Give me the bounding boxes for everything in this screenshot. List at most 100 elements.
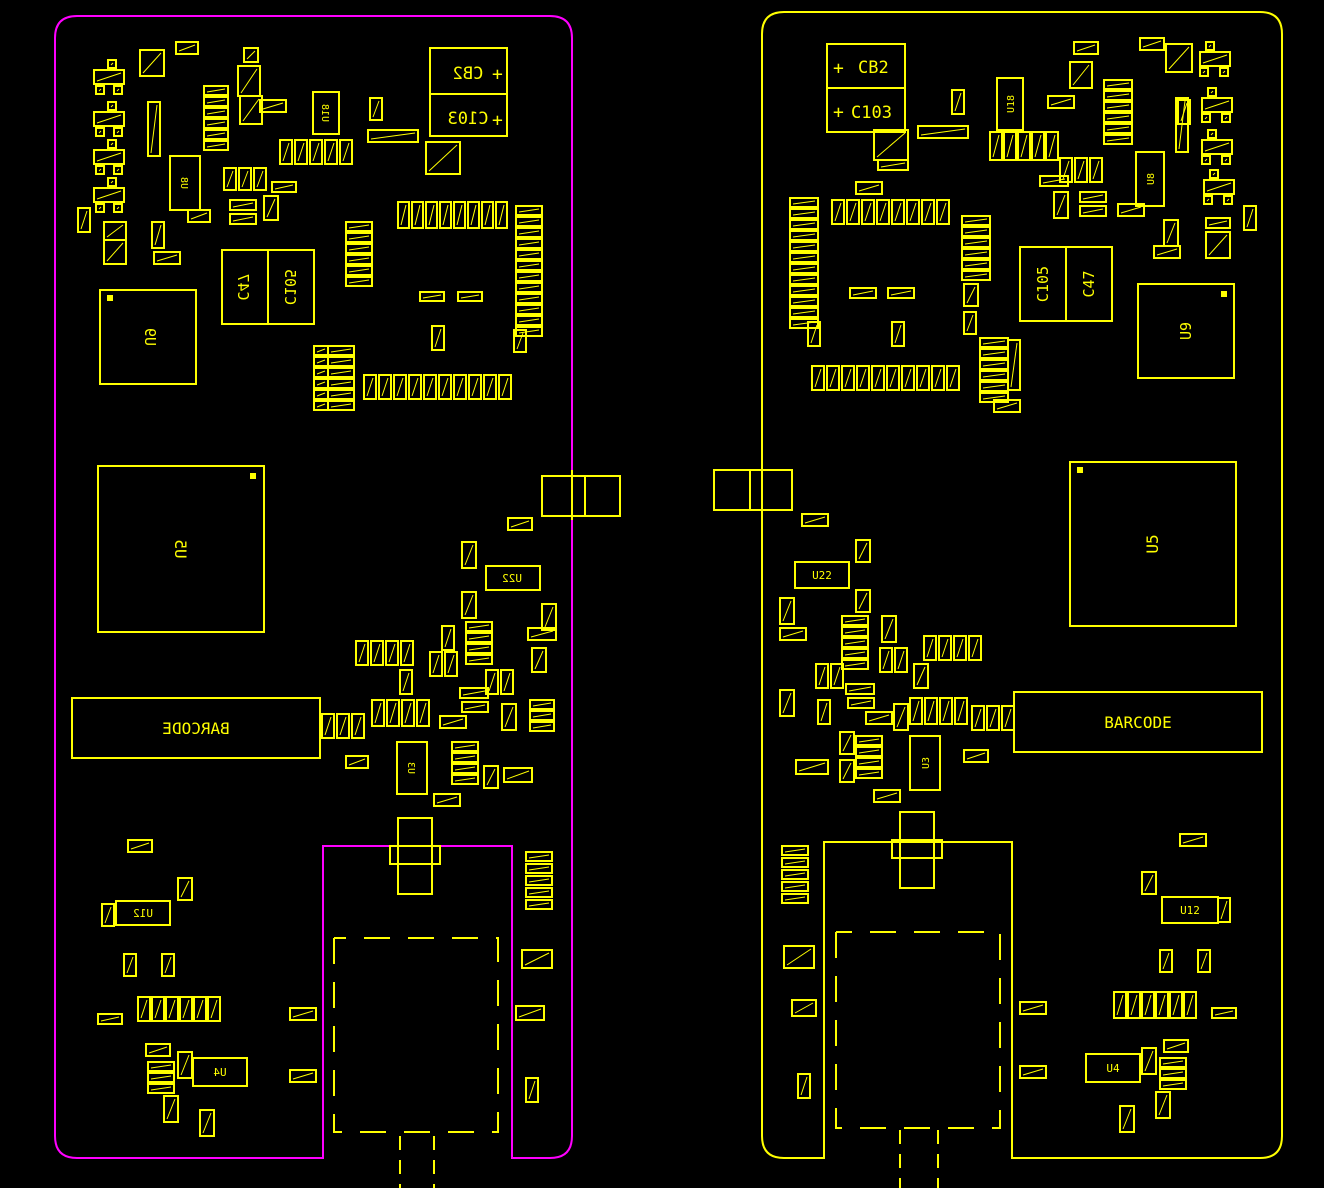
right-resistor-hatch xyxy=(1122,1108,1132,1130)
right-capacitor-hatch xyxy=(964,251,988,256)
right-resistor xyxy=(841,365,855,391)
right-capacitor-hatch xyxy=(782,630,804,638)
left-transistor-pin xyxy=(107,139,117,149)
right-capacitor-hatch xyxy=(1214,1010,1234,1016)
right-resistor-hatch xyxy=(842,734,852,752)
left-capacitor-hatch xyxy=(316,348,326,353)
left-capacitor xyxy=(465,643,493,654)
right-transistor-pin-hatch xyxy=(1202,70,1206,74)
right-capacitor-hatch xyxy=(844,640,866,645)
right-resistor xyxy=(893,703,909,731)
right-resistor-hatch xyxy=(992,134,1000,158)
left-capacitor-hatch xyxy=(316,370,326,375)
right-resistor xyxy=(931,365,945,391)
left-resistor xyxy=(263,195,279,221)
right-capacitor xyxy=(993,399,1021,413)
right-capacitor-hatch xyxy=(964,273,988,278)
left-transistor-pin-hatch xyxy=(110,142,114,146)
left-resistor xyxy=(370,640,384,666)
right-capacitor-hatch xyxy=(792,200,816,205)
right-capacitor-hatch xyxy=(982,362,1006,367)
right-resistor xyxy=(886,365,900,391)
right-resistor xyxy=(891,321,905,347)
right-resistor xyxy=(936,199,950,225)
right-resistor xyxy=(855,589,871,613)
left-resistor xyxy=(239,95,263,125)
left-capacitor-hatch xyxy=(206,110,226,115)
left-capacitor-hatch xyxy=(532,724,552,729)
left-capacitor-hatch xyxy=(232,216,254,222)
left-transistor-pin-hatch xyxy=(116,168,120,172)
left-capacitor-hatch xyxy=(100,1016,120,1022)
left-resistor-hatch xyxy=(426,377,434,397)
right-transistor-pin-hatch xyxy=(1224,116,1228,120)
left-capacitor xyxy=(289,1007,317,1021)
right-capacitor xyxy=(1079,205,1107,217)
left-capacitor-hatch xyxy=(510,520,530,528)
left-resistor-hatch xyxy=(354,716,362,736)
left-resistor-hatch xyxy=(180,1054,190,1076)
right-transistor-hatch xyxy=(786,948,812,966)
left-capacitor-hatch xyxy=(460,294,480,299)
left-u5-label: U5 xyxy=(171,539,190,558)
right-transistor-pin xyxy=(1205,41,1215,51)
left-resistor xyxy=(371,699,385,727)
left-resistor xyxy=(400,640,414,666)
left-u9-chip xyxy=(99,289,197,385)
left-resistor xyxy=(416,699,430,727)
left-capacitor xyxy=(451,752,479,763)
right-resistor xyxy=(1141,1047,1157,1075)
left-capacitor-hatch xyxy=(330,348,352,353)
left-resistor-hatch xyxy=(414,204,421,226)
left-resistor xyxy=(139,49,165,77)
right-resistor-hatch xyxy=(989,708,997,728)
right-transistor-pin-hatch xyxy=(1208,44,1212,48)
right-transistor xyxy=(1201,97,1233,113)
right-resistor-hatch xyxy=(941,638,949,658)
right-capacitor-hatch xyxy=(850,700,872,706)
right-capacitor xyxy=(789,208,819,219)
right-capacitor xyxy=(1103,90,1133,101)
right-capacitor-hatch xyxy=(844,662,866,667)
right-resistor xyxy=(1163,219,1179,247)
left-transistor-pin-hatch xyxy=(116,206,120,210)
left-resistor xyxy=(123,953,137,977)
left-resistor xyxy=(163,1095,179,1123)
left-resistor xyxy=(207,996,221,1022)
left-resistor-hatch xyxy=(442,204,449,226)
left-capacitor-hatch xyxy=(330,370,352,375)
right-capacitor-hatch xyxy=(982,384,1006,389)
right-resistor xyxy=(817,699,831,725)
right-capacitor-hatch xyxy=(1162,1082,1184,1087)
right-resistor-hatch xyxy=(949,368,957,388)
left-capacitor-hatch xyxy=(150,1086,172,1091)
left-resistor-hatch xyxy=(503,672,511,692)
left-transistor-pin xyxy=(107,101,117,111)
left-transistor-pin xyxy=(95,127,105,137)
left-resistor xyxy=(238,167,252,191)
right-resistor xyxy=(1141,991,1155,1019)
right-capacitor-hatch xyxy=(858,760,880,765)
right-resistor xyxy=(1119,1105,1135,1133)
left-capacitor-hatch xyxy=(232,202,254,208)
left-u3-chip xyxy=(396,741,428,795)
right-resistor xyxy=(924,697,938,725)
right-resistor-hatch xyxy=(1166,222,1176,244)
left-capacitor xyxy=(203,140,229,151)
right-capacitor xyxy=(1103,101,1133,112)
right-board-outline xyxy=(761,11,1283,1159)
right-resistor xyxy=(861,199,875,225)
left-resistor-hatch xyxy=(142,52,162,74)
right-capacitor-hatch xyxy=(1156,248,1178,256)
right-resistor-hatch xyxy=(909,202,917,222)
right-capacitor xyxy=(849,287,877,299)
left-capacitor-hatch xyxy=(150,1064,172,1069)
left-resistor xyxy=(336,713,350,739)
left-capacitor-hatch xyxy=(348,235,370,240)
left-capacitor-hatch xyxy=(206,132,226,137)
left-c103-label: C103 xyxy=(448,109,489,129)
right-u3-label: U3 xyxy=(921,757,932,769)
right-resistor-hatch xyxy=(810,324,818,344)
left-resistor-hatch xyxy=(164,956,172,974)
right-capacitor-hatch xyxy=(964,218,988,223)
